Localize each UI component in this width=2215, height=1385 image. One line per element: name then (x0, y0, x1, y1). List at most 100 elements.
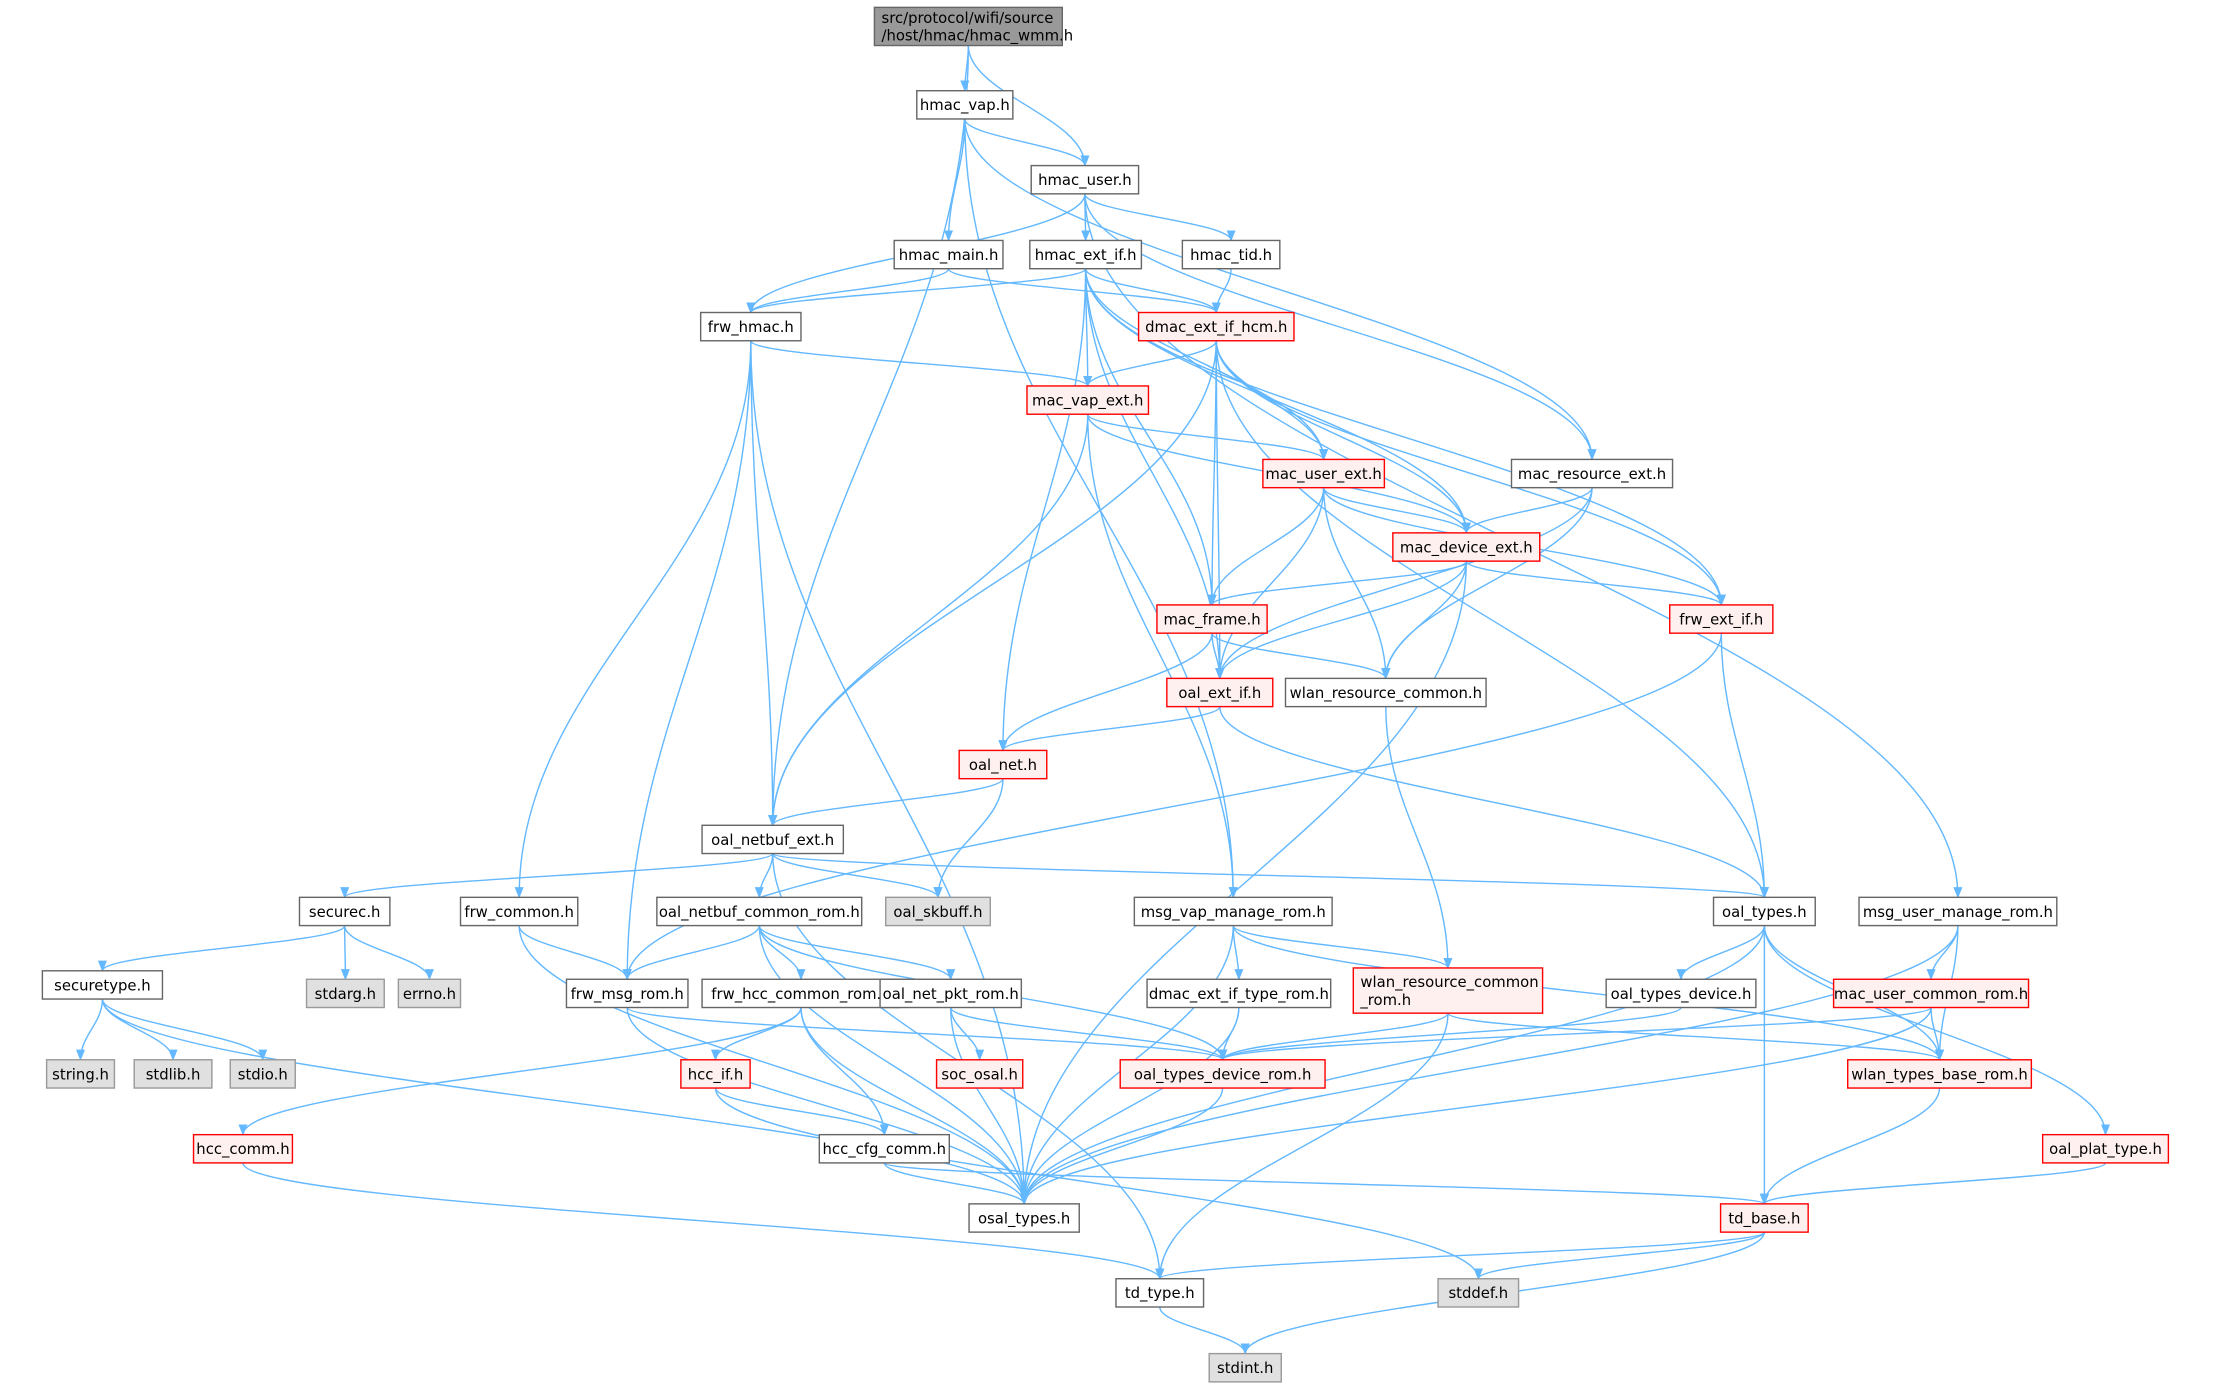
node-stdio[interactable]: stdio.h (229, 1059, 296, 1089)
node-msg-vap-manage-rom[interactable]: msg_vap_manage_rom.h (1133, 896, 1333, 927)
node-box[interactable] (133, 1059, 213, 1089)
node-dmac-ext-if-hcm[interactable]: dmac_ext_if_hcm.h (1137, 311, 1295, 342)
node-frw-ext-if[interactable]: frw_ext_if.h (1669, 604, 1774, 634)
node-box[interactable] (565, 978, 689, 1009)
node-box[interactable] (229, 1059, 296, 1089)
node-soc-osal[interactable]: soc_osal.h (935, 1059, 1024, 1089)
node-hmac-tid[interactable]: hmac_tid.h (1181, 239, 1281, 270)
node-box[interactable] (41, 970, 164, 1000)
node-box[interactable] (1847, 1059, 2033, 1089)
node-mac-user-common-rom[interactable]: mac_user_common_rom.h (1832, 978, 2030, 1009)
node-oal-skbuff[interactable]: oal_skbuff.h (885, 896, 991, 927)
node-stdlib[interactable]: stdlib.h (133, 1059, 213, 1089)
node-td-type[interactable]: td_type.h (1115, 1278, 1205, 1308)
node-box[interactable] (1712, 896, 1816, 927)
node-oal-netbuf-common-rom[interactable]: oal_netbuf_common_rom.h (656, 896, 863, 927)
node-box[interactable] (1133, 896, 1333, 927)
node-stdint[interactable]: stdint.h (1208, 1352, 1282, 1383)
node-box[interactable] (1137, 311, 1295, 342)
node-hcc-comm[interactable]: hcc_comm.h (192, 1133, 294, 1164)
node-box[interactable] (916, 90, 1014, 120)
node-box[interactable] (1166, 677, 1274, 708)
node-box[interactable] (1437, 1278, 1520, 1308)
node-frw-common[interactable]: frw_common.h (459, 896, 579, 927)
node-box[interactable] (1030, 164, 1140, 195)
node-box[interactable] (968, 1203, 1080, 1233)
node-hcc-if[interactable]: hcc_if.h (680, 1059, 751, 1089)
node-box[interactable] (2041, 1133, 2170, 1164)
node-box[interactable] (1832, 978, 2030, 1009)
node-box[interactable] (699, 311, 802, 342)
node-box[interactable] (397, 978, 462, 1009)
node-oal-types-device[interactable]: oal_types_device.h (1605, 978, 1757, 1009)
node-wlan-resource-common-rom[interactable]: wlan_resource_common_rom.h (1352, 967, 1544, 1014)
node-box[interactable] (1156, 604, 1268, 634)
node-box[interactable] (656, 896, 863, 927)
node-box[interactable] (1208, 1352, 1282, 1383)
node-box[interactable] (818, 1133, 950, 1164)
node-oal-netbuf-ext[interactable]: oal_netbuf_ext.h (701, 824, 845, 855)
node-box[interactable] (1119, 1059, 1326, 1089)
node-box[interactable] (1026, 385, 1150, 415)
node-box[interactable] (879, 978, 1023, 1009)
node-box[interactable] (701, 824, 845, 855)
node-box[interactable] (958, 749, 1048, 780)
node-box[interactable] (1146, 978, 1332, 1009)
node-box[interactable] (893, 239, 1004, 270)
node-securetype[interactable]: securetype.h (41, 970, 164, 1000)
node-stdarg[interactable]: stdarg.h (305, 978, 385, 1009)
node-box[interactable] (1858, 896, 2058, 927)
node-securec[interactable]: securec.h (298, 896, 391, 927)
node-box[interactable] (459, 896, 579, 927)
node-box[interactable] (305, 978, 385, 1009)
node-box[interactable] (1181, 239, 1281, 270)
node-mac-frame[interactable]: mac_frame.h (1156, 604, 1268, 634)
node-box[interactable] (935, 1059, 1024, 1089)
node-box[interactable] (298, 896, 391, 927)
node-box[interactable] (45, 1059, 116, 1089)
node-oal-ext-if[interactable]: oal_ext_if.h (1166, 677, 1274, 708)
node-wlan-types-base-rom[interactable]: wlan_types_base_rom.h (1847, 1059, 2033, 1089)
node-box[interactable] (1392, 532, 1541, 562)
node-root[interactable]: src/protocol/wifi/source/host/hmac/hmac_… (873, 6, 1073, 47)
node-mac-vap-ext[interactable]: mac_vap_ext.h (1026, 385, 1150, 415)
node-box[interactable] (873, 6, 1064, 47)
node-box[interactable] (192, 1133, 294, 1164)
node-oal-net[interactable]: oal_net.h (958, 749, 1048, 780)
node-box[interactable] (1115, 1278, 1205, 1308)
node-box[interactable] (1262, 458, 1386, 489)
node-string[interactable]: string.h (45, 1059, 116, 1089)
node-dmac-ext-if-type-rom[interactable]: dmac_ext_if_type_rom.h (1146, 978, 1332, 1009)
node-box[interactable] (680, 1059, 751, 1089)
node-box[interactable] (1029, 239, 1143, 270)
node-stddef[interactable]: stddef.h (1437, 1278, 1520, 1308)
node-wlan-resource-common[interactable]: wlan_resource_common.h (1284, 677, 1487, 708)
node-box[interactable] (1605, 978, 1757, 1009)
node-box[interactable] (1284, 677, 1487, 708)
node-frw-msg-rom[interactable]: frw_msg_rom.h (565, 978, 689, 1009)
node-errno[interactable]: errno.h (397, 978, 462, 1009)
node-hmac-ext-if[interactable]: hmac_ext_if.h (1029, 239, 1143, 270)
node-box[interactable] (885, 896, 991, 927)
node-oal-types-device-rom[interactable]: oal_types_device_rom.h (1119, 1059, 1326, 1089)
node-osal-types[interactable]: osal_types.h (968, 1203, 1080, 1233)
node-hcc-cfg-comm[interactable]: hcc_cfg_comm.h (818, 1133, 950, 1164)
node-hmac-vap[interactable]: hmac_vap.h (916, 90, 1014, 120)
node-mac-device-ext[interactable]: mac_device_ext.h (1392, 532, 1541, 562)
node-box[interactable] (701, 978, 901, 1009)
node-frw-hcc-common-rom[interactable]: frw_hcc_common_rom.h (701, 978, 901, 1009)
node-box[interactable] (1510, 458, 1674, 489)
node-hmac-user[interactable]: hmac_user.h (1030, 164, 1140, 195)
node-mac-user-ext[interactable]: mac_user_ext.h (1262, 458, 1386, 489)
node-box[interactable] (1352, 967, 1544, 1014)
node-hmac-main[interactable]: hmac_main.h (893, 239, 1004, 270)
node-box[interactable] (1719, 1203, 1809, 1233)
node-msg-user-manage-rom[interactable]: msg_user_manage_rom.h (1858, 896, 2058, 927)
node-frw-hmac[interactable]: frw_hmac.h (699, 311, 802, 342)
node-mac-resource-ext[interactable]: mac_resource_ext.h (1510, 458, 1674, 489)
node-oal-plat-type[interactable]: oal_plat_type.h (2041, 1133, 2170, 1164)
node-box[interactable] (1669, 604, 1774, 634)
node-td-base[interactable]: td_base.h (1719, 1203, 1809, 1233)
node-oal-types[interactable]: oal_types.h (1712, 896, 1816, 927)
node-oal-net-pkt-rom[interactable]: oal_net_pkt_rom.h (879, 978, 1023, 1009)
